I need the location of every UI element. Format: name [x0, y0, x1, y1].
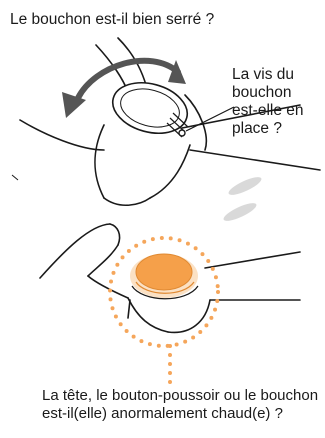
- cap: [107, 75, 234, 141]
- heat-question: La tête, le bouton-poussoir ou le boucho…: [42, 387, 325, 423]
- push-button: [130, 254, 198, 299]
- screw-icon: [179, 130, 185, 136]
- edge-mark: [12, 175, 18, 180]
- heat-question-line: La tête, le bouton-poussoir ou le boucho…: [42, 387, 325, 405]
- shadow-shapes: [222, 174, 264, 224]
- heat-question-line: est-il(elle) anormalement chaud(e) ?: [42, 405, 325, 423]
